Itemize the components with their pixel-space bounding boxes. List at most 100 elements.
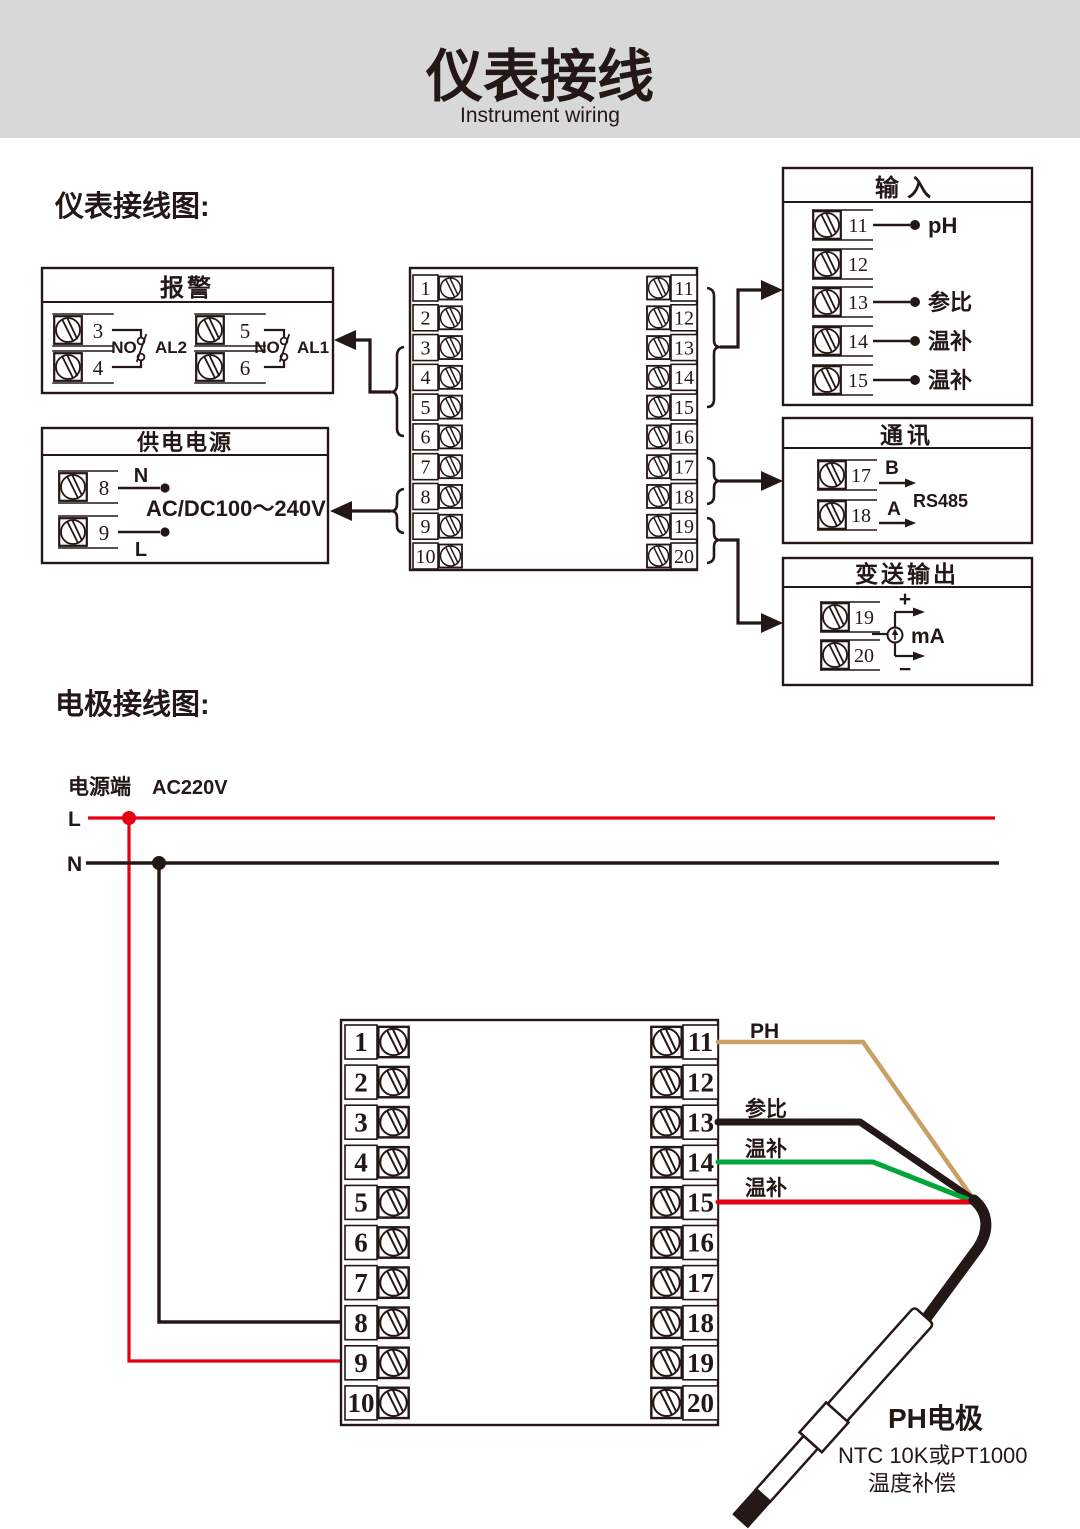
screw-terminal-icon: [650, 1266, 683, 1300]
arrow-right-icon: [913, 607, 925, 617]
wire-temp-green: [715, 1159, 975, 1204]
wire-to-input: [720, 288, 761, 349]
input-signal-label: pH: [928, 213, 957, 238]
arrow-to-alarm-icon: [334, 330, 356, 350]
terminal-number: 11: [848, 215, 867, 237]
comm-line-label: A: [887, 499, 901, 520]
terminal-cell: [670, 333, 698, 362]
wire-label-temp1: 温补: [745, 1138, 787, 1161]
terminal-number: 8: [421, 486, 431, 508]
terminal-number: 11: [674, 278, 693, 300]
contact-type-label: NO: [254, 338, 280, 357]
screw-terminal-icon: [438, 275, 463, 301]
voltage-label: AC/DC100～240V: [146, 496, 326, 521]
terminal-cell: [412, 482, 439, 511]
current-output-symbol: + − mA: [872, 588, 945, 681]
arrow-right-icon: [905, 478, 916, 488]
wire-label-ph: PH: [750, 1020, 779, 1043]
terminal-number: 4: [354, 1147, 368, 1177]
screw-terminal-icon: [650, 1386, 683, 1420]
terminal-number: 15: [674, 397, 694, 419]
contact-wire: [263, 359, 286, 369]
header-band: [0, 0, 1080, 138]
screw-terminal-icon: [812, 365, 842, 395]
terminal-number: 15: [848, 370, 868, 392]
terminal-number: 9: [421, 516, 431, 538]
arrow-to-comm-icon: [761, 471, 783, 491]
polarity-plus: +: [899, 588, 911, 611]
mains-lines: 电源端 AC220V L N: [67, 776, 999, 1363]
electrode-wires: PH 参比 温补 温补: [714, 1020, 977, 1205]
terminal-cell: [412, 452, 439, 481]
screw-terminal-icon: [650, 1025, 683, 1059]
input-signal-label: 参比: [928, 290, 972, 315]
terminal-number: 17: [674, 456, 694, 478]
screw-terminal-icon: [646, 484, 671, 509]
terminal-cell: [670, 512, 698, 541]
live-label: L: [135, 539, 147, 561]
terminal-number: 18: [674, 486, 694, 508]
arrow-right-icon: [913, 651, 925, 661]
screw-terminal-icon: [812, 249, 842, 279]
terminal-number: 13: [687, 1107, 714, 1137]
electrode-shaft: [753, 1434, 820, 1505]
terminal-cell: [344, 1345, 378, 1381]
terminal-number: 14: [848, 331, 868, 353]
screw-terminal-icon: [377, 1065, 410, 1099]
terminal-number: 1: [421, 278, 431, 300]
terminal-cell: [682, 1224, 719, 1261]
arrow-to-power-icon: [330, 501, 352, 521]
junction-dot: [910, 220, 920, 230]
terminal-cell: [670, 452, 698, 481]
terminal-number: 18: [851, 505, 871, 527]
no-contact-icon: [278, 333, 291, 363]
terminal-cell: [682, 1385, 719, 1421]
arrow-right-icon: [905, 518, 916, 528]
arrow-to-output-icon: [761, 613, 783, 633]
brace-terminals-11-15: [706, 286, 721, 409]
terminal-number: 6: [421, 427, 431, 449]
junction-dot: [910, 336, 920, 346]
alarm-box: 报警 3 4 NO AL2 5: [40, 266, 335, 395]
terminal-cell: [682, 1264, 719, 1301]
screw-terminal-icon: [646, 364, 671, 390]
terminal-number: 6: [240, 356, 251, 380]
screw-terminal-icon: [438, 394, 463, 420]
terminal-number: 4: [421, 367, 431, 389]
terminal-number: 5: [421, 397, 431, 419]
terminal-number: 8: [354, 1308, 368, 1338]
wire-ph: [715, 1039, 977, 1203]
terminal-cell: [670, 482, 698, 511]
electrode-name: PH电极: [888, 1403, 983, 1434]
terminal-cell: [344, 1224, 378, 1261]
wire-label-reference: 参比: [745, 1097, 787, 1121]
ph-electrode: PH电极 NTC 10K或PT1000 温度补偿: [732, 1194, 1028, 1529]
screw-terminal-icon: [195, 352, 225, 382]
wire-to-alarm: [356, 338, 391, 394]
screw-terminal-icon: [650, 1185, 683, 1219]
terminal-number: 18: [687, 1308, 714, 1338]
terminal-cell: [412, 542, 439, 570]
polarity-minus: −: [899, 658, 911, 681]
screw-terminal-icon: [646, 424, 671, 450]
terminal-number: 17: [851, 465, 871, 487]
terminal-cell: [412, 274, 439, 302]
terminal-number: 3: [421, 337, 431, 359]
screw-terminal-icon: [820, 602, 850, 632]
terminal-number: 16: [674, 427, 694, 449]
screw-terminal-icon: [646, 305, 671, 331]
contact-type-label: NO: [111, 338, 137, 357]
screw-terminal-icon: [377, 1226, 410, 1259]
terminal-number: 3: [93, 319, 104, 343]
screw-terminal-icon: [812, 210, 842, 240]
neutral-label: N: [134, 465, 148, 487]
wire-reference: [714, 1118, 975, 1202]
input-signal-label: 温补: [928, 368, 972, 393]
section-title-electrode: 电极接线图:: [55, 688, 210, 721]
protocol-label: RS485: [913, 491, 968, 511]
terminal-number: 19: [687, 1348, 714, 1378]
brace-terminals-3-6: [390, 345, 405, 438]
